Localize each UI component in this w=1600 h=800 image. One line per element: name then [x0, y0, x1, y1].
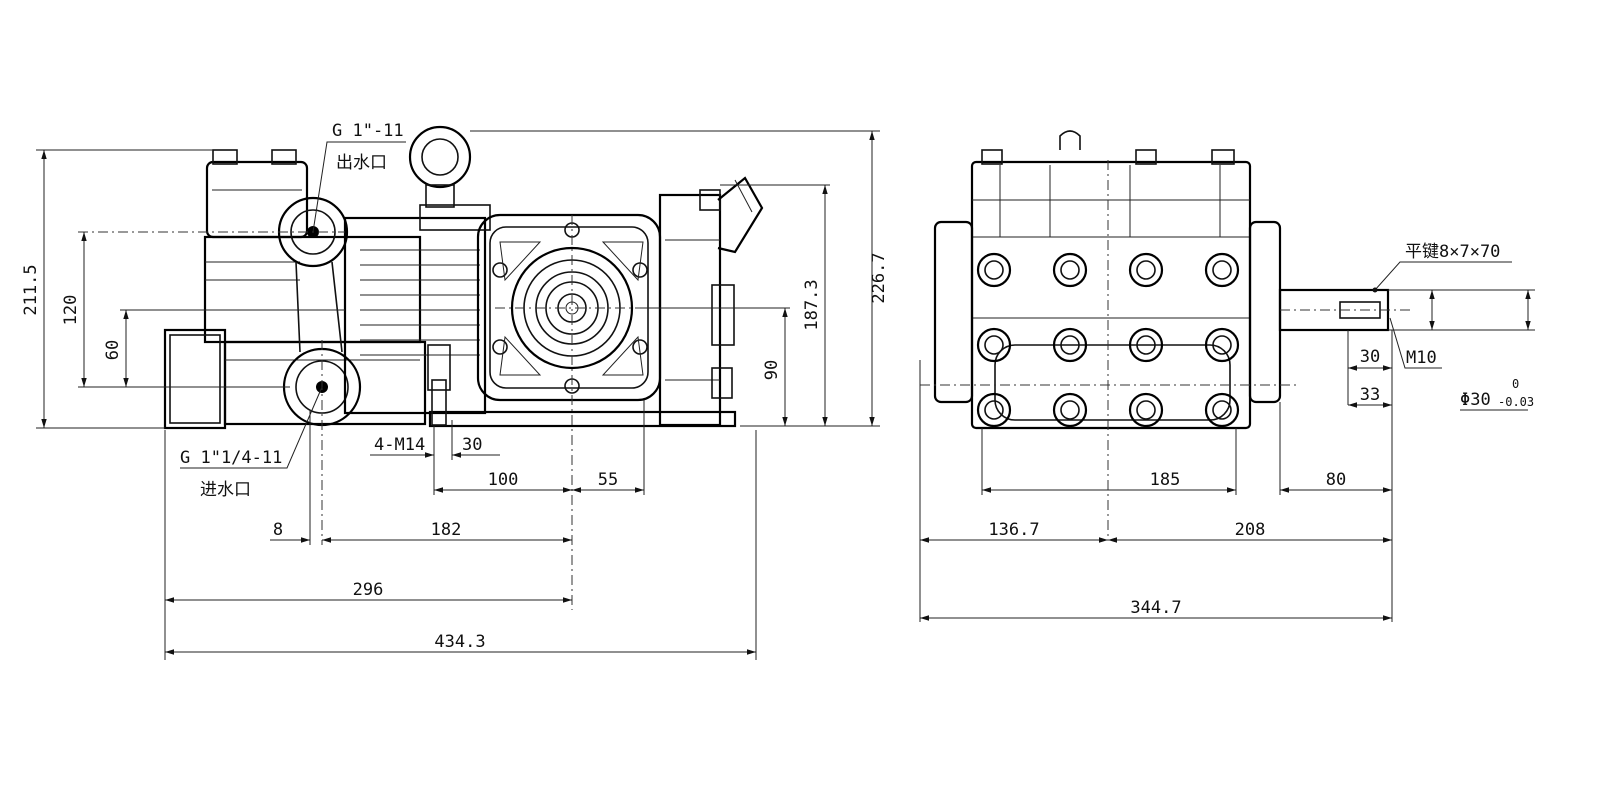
dim-185: 185 [1150, 470, 1181, 490]
right-dimensions: 185 80 136.7 208 344.7 30 33 平键8×7×70 M1… [919, 242, 1535, 622]
dim-60: 60 [103, 340, 123, 360]
dim-136-7: 136.7 [988, 520, 1039, 540]
dim-344-7: 344.7 [1130, 598, 1181, 618]
right-view [920, 130, 1410, 540]
dim-55: 55 [598, 470, 618, 490]
outlet-name-label: 出水口 [336, 153, 387, 173]
inlet-name-label: 进水口 [200, 480, 251, 500]
key-label: 平键8×7×70 [1405, 242, 1500, 262]
dim-90: 90 [762, 360, 782, 380]
dim-80: 80 [1326, 470, 1346, 490]
dim-33: 33 [1360, 385, 1380, 405]
mount-holes-label: 4-M14 [374, 435, 425, 455]
thread-label: M10 [1406, 348, 1437, 368]
dim-211-5: 211.5 [21, 264, 41, 315]
tolerance-lower: -0.03 [1498, 395, 1534, 409]
dim-100: 100 [488, 470, 519, 490]
dim-120: 120 [61, 295, 81, 326]
dim-208: 208 [1235, 520, 1266, 540]
dim-30-left: 30 [462, 435, 482, 455]
dim-187-3: 187.3 [802, 279, 822, 330]
left-dimensions: 211.5 120 60 226.7 187.3 90 4-M14 30 100… [21, 121, 889, 660]
dim-226-7: 226.7 [869, 252, 889, 303]
tolerance-upper: 0 [1512, 377, 1519, 391]
inlet-thread-label: G 1"1/4-11 [180, 448, 282, 468]
dim-182: 182 [431, 520, 462, 540]
crankcase [658, 176, 764, 427]
valve-block [163, 149, 427, 430]
lifting-eye [408, 125, 472, 208]
shaft-diameter-label: Φ30 [1460, 390, 1491, 410]
dim-296: 296 [353, 580, 384, 600]
left-view [78, 125, 764, 610]
dim-30-right: 30 [1360, 347, 1380, 367]
outlet-thread-label: G 1"-11 [332, 121, 404, 141]
dim-8: 8 [273, 520, 283, 540]
ribbed-housing [343, 204, 491, 415]
dim-434-3: 434.3 [434, 632, 485, 652]
